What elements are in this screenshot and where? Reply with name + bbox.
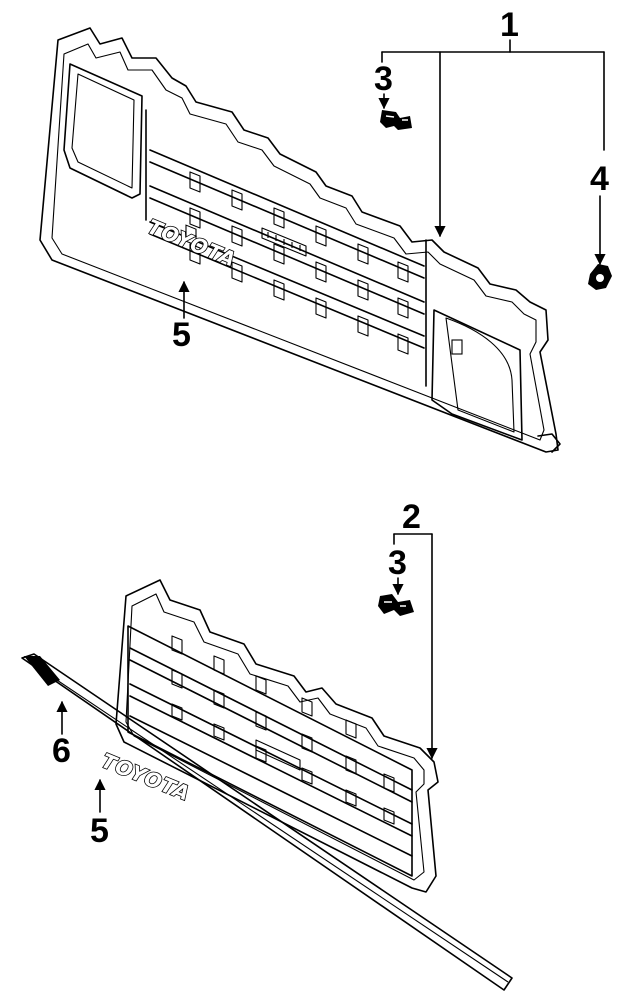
callout-1: 1	[500, 6, 519, 44]
callout-5-top: 5	[172, 316, 191, 354]
callout-4: 4	[590, 160, 609, 198]
clip-part-top	[380, 110, 412, 130]
emblem-bottom: TOYOTA	[97, 748, 194, 807]
upper-grille-assembly	[39, 27, 561, 453]
retainer-part	[588, 264, 612, 290]
callout-5-bottom: 5	[90, 812, 109, 850]
callout-1-leader	[381, 39, 605, 238]
callout-3-bottom: 3	[388, 544, 407, 582]
clip-part-bottom	[378, 594, 414, 616]
svg-text:TOYOTA: TOYOTA	[144, 214, 240, 271]
upper-grille-slots	[185, 224, 197, 246]
callout-6: 6	[52, 732, 71, 770]
callout-3-top: 3	[374, 60, 393, 98]
emblem-top: TOYOTA	[143, 214, 240, 273]
molding-strip	[21, 653, 513, 991]
lower-grille-assembly	[115, 579, 439, 893]
callout-2-leader	[393, 533, 438, 760]
svg-text:TOYOTA: TOYOTA	[98, 748, 194, 805]
callout-2: 2	[402, 498, 421, 536]
